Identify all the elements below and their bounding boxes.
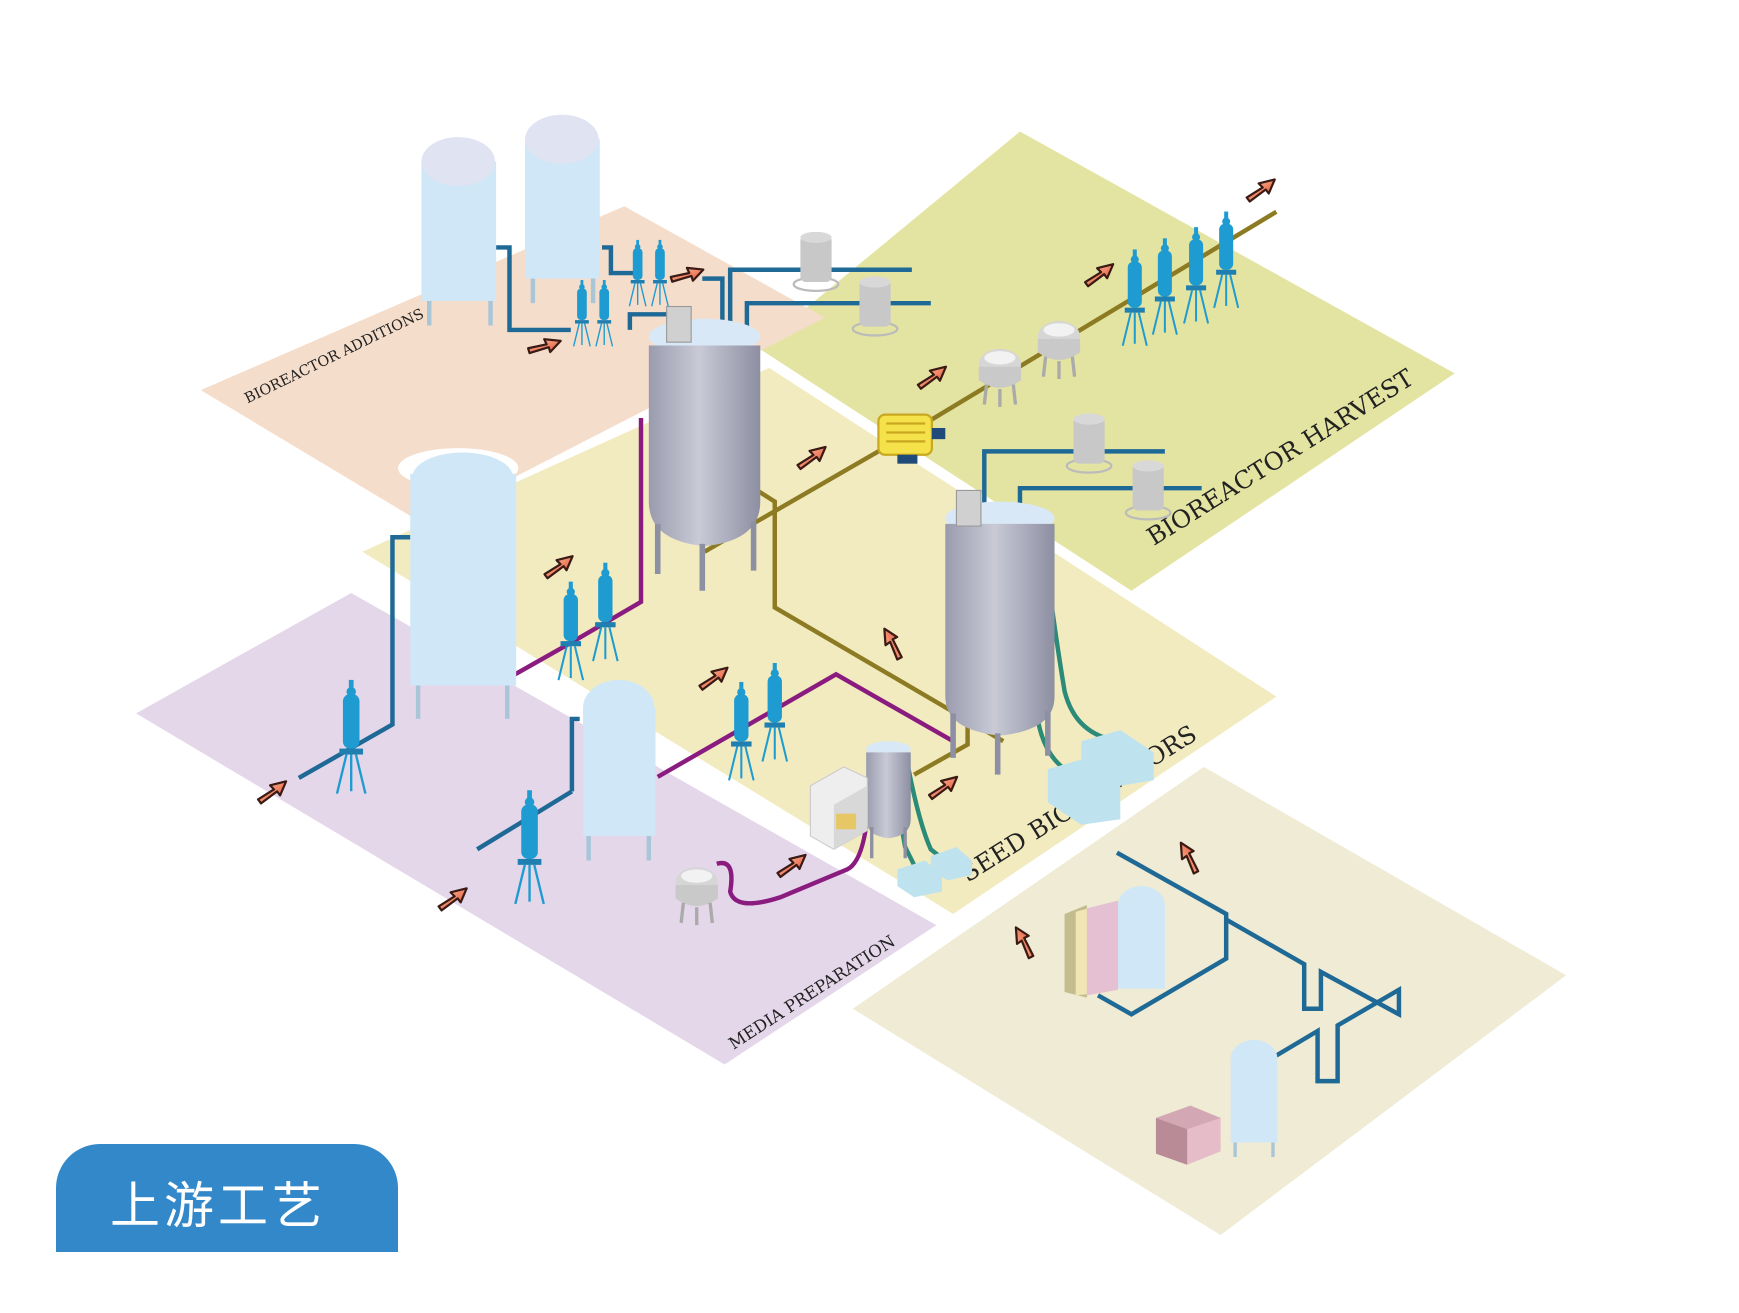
media-mixing-vessel xyxy=(673,865,720,927)
storage-tank xyxy=(421,137,497,326)
storage-tank xyxy=(1118,886,1165,989)
storage-tank xyxy=(1230,1039,1278,1157)
harvest-hold-vessel xyxy=(977,347,1023,409)
zone-seed-floor xyxy=(362,367,1277,914)
pump-skid xyxy=(1155,1105,1221,1165)
incubator-shaker xyxy=(809,766,868,850)
seed-bioreactor-small xyxy=(866,741,911,859)
section-title-badge: 上游工艺 xyxy=(56,1144,398,1252)
storage-tank xyxy=(583,679,656,861)
zone-harvest-floor xyxy=(758,131,1455,591)
water-treatment-unit xyxy=(1064,900,1119,998)
zone-additions-floor xyxy=(200,206,825,524)
zone-utilities-floor xyxy=(852,766,1567,1235)
flow-arrow-icon xyxy=(1245,178,1276,203)
production-bioreactor xyxy=(648,305,761,591)
harvest-hold-vessel xyxy=(1036,319,1082,381)
seed-bioreactor-large xyxy=(945,489,1055,775)
harvest-pump xyxy=(877,413,946,464)
wave-bags xyxy=(897,730,1154,898)
section-title: 上游工艺 xyxy=(110,1177,326,1235)
depth-filter-housing xyxy=(792,230,840,293)
storage-tank xyxy=(398,448,519,719)
storage-tank xyxy=(525,114,600,304)
